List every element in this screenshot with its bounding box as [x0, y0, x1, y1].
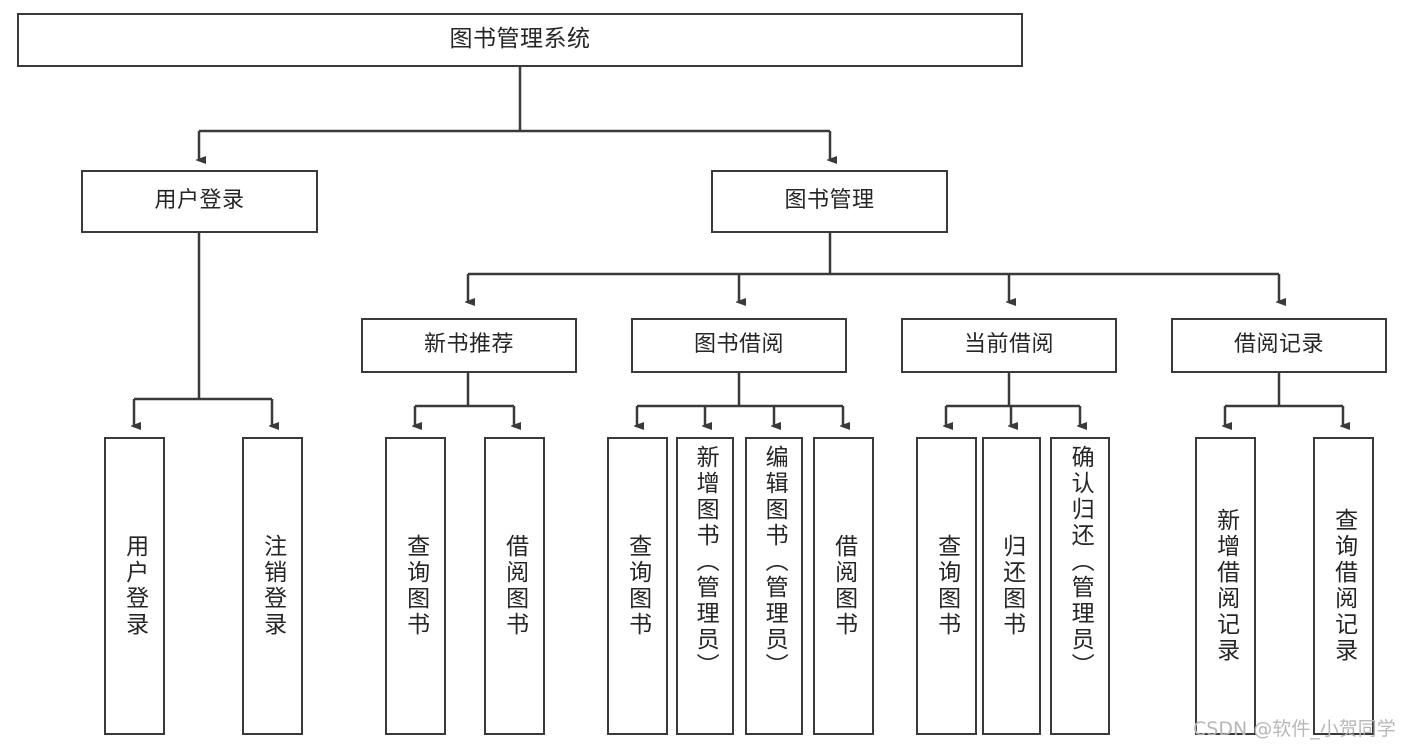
node-label: 查询图书 [402, 534, 429, 638]
leaf-borrow-book[interactable]: 借阅图书 [813, 437, 874, 735]
node-user-login[interactable]: 用户登录 [81, 170, 318, 233]
node-label: 编辑图书（管理员） [761, 445, 788, 679]
leaf-edit-book[interactable]: 编辑图书（管理员） [745, 437, 803, 735]
leaf-query-book-borrow[interactable]: 查询图书 [607, 437, 668, 735]
node-label: 查询借阅记录 [1330, 508, 1357, 664]
node-label: 注销登录 [259, 534, 286, 638]
node-new-book-recommend[interactable]: 新书推荐 [361, 318, 577, 373]
node-label: 借阅图书 [830, 534, 857, 638]
node-label: 图书管理 [784, 188, 875, 214]
node-label: 图书管理系统 [449, 26, 591, 53]
leaf-return-book[interactable]: 归还图书 [982, 437, 1041, 735]
node-label: 查询图书 [933, 534, 960, 638]
node-borrow-record[interactable]: 借阅记录 [1171, 318, 1387, 373]
node-label: 确认归还（管理员） [1067, 445, 1094, 679]
leaf-query-borrow-record[interactable]: 查询借阅记录 [1313, 437, 1374, 735]
leaf-query-book-current[interactable]: 查询图书 [916, 437, 977, 735]
leaf-user-login[interactable]: 用户登录 [104, 437, 165, 735]
node-label: 借阅图书 [501, 534, 528, 638]
leaf-query-book-recommend[interactable]: 查询图书 [385, 437, 446, 735]
node-label: 用户登录 [154, 188, 245, 214]
node-book-borrow[interactable]: 图书借阅 [631, 318, 847, 373]
leaf-borrow-book-recommend[interactable]: 借阅图书 [484, 437, 545, 735]
node-book-manage[interactable]: 图书管理 [711, 170, 948, 233]
node-current-borrow[interactable]: 当前借阅 [901, 318, 1117, 373]
node-label: 当前借阅 [963, 332, 1054, 358]
node-label: 图书借阅 [693, 332, 784, 358]
leaf-add-borrow-record[interactable]: 新增借阅记录 [1195, 437, 1256, 735]
watermark: CSDN @软件_小贺同学 [1193, 718, 1396, 740]
node-root-system[interactable]: 图书管理系统 [17, 13, 1023, 67]
node-label: 新增图书（管理员） [692, 445, 719, 679]
node-label: 用户登录 [121, 534, 148, 638]
node-label: 新书推荐 [423, 332, 514, 358]
node-label: 查询图书 [624, 534, 651, 638]
leaf-logout[interactable]: 注销登录 [242, 437, 303, 735]
leaf-confirm-return[interactable]: 确认归还（管理员） [1050, 437, 1110, 735]
node-label: 新增借阅记录 [1212, 508, 1239, 664]
node-label: 借阅记录 [1233, 332, 1324, 358]
leaf-add-book[interactable]: 新增图书（管理员） [676, 437, 734, 735]
node-label: 归还图书 [998, 534, 1025, 638]
